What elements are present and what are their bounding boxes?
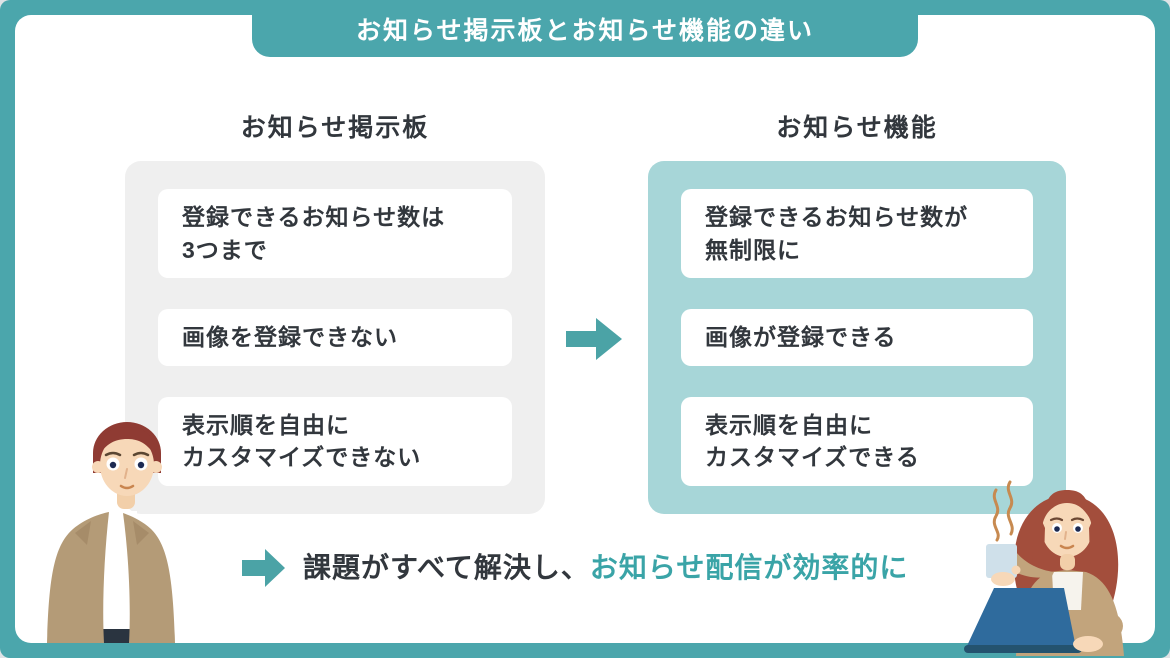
conclusion-row: 課題がすべて解決し、お知らせ配信が効率的に bbox=[242, 548, 908, 588]
conclusion-prefix: 課題がすべて解決し、 bbox=[303, 552, 590, 583]
list-item: 画像を登録できない bbox=[158, 309, 512, 366]
bulletin-board-panel: 登録できるお知らせ数は 3つまで 画像を登録できない 表示順を自由に カスタマイ… bbox=[125, 161, 545, 514]
conclusion-highlight: お知らせ配信が効率的に bbox=[589, 552, 909, 583]
conclusion-text: 課題がすべて解決し、お知らせ配信が効率的に bbox=[303, 548, 908, 588]
title-banner: お知らせ掲示板とお知らせ機能の違い bbox=[252, 0, 918, 57]
man-illustration bbox=[47, 422, 175, 643]
list-item: 画像が登録できる bbox=[681, 309, 1033, 366]
right-column-header: お知らせ機能 bbox=[776, 114, 938, 142]
arrow-right-icon bbox=[566, 318, 622, 360]
woman-illustration bbox=[964, 480, 1124, 656]
notice-feature-panel: 登録できるお知らせ数が 無制限に 画像が登録できる 表示順を自由に カスタマイズ… bbox=[648, 161, 1066, 514]
list-item: 表示順を自由に カスタマイズできる bbox=[681, 396, 1033, 486]
left-column-header: お知らせ掲示板 bbox=[240, 114, 430, 142]
list-item: 登録できるお知らせ数が 無制限に bbox=[681, 189, 1033, 279]
arrow-right-icon bbox=[242, 549, 285, 587]
list-item: 表示順を自由に カスタマイズできない bbox=[158, 396, 512, 486]
page-title: お知らせ掲示板とお知らせ機能の違い bbox=[355, 16, 814, 45]
list-item: 登録できるお知らせ数は 3つまで bbox=[158, 189, 512, 279]
